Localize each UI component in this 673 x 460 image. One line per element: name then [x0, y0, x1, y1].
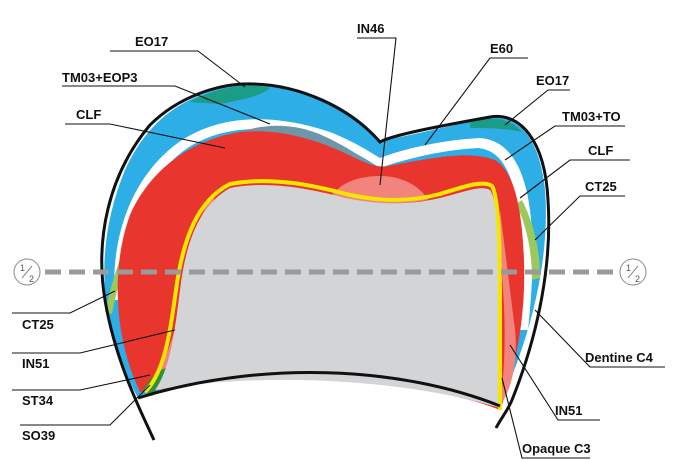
- ct25-right-sliver: [516, 200, 540, 280]
- leader-tm03-eop3: [62, 85, 271, 125]
- label-opaque-c3: Opaque C3: [522, 441, 591, 456]
- midline-marker-left: 1 2: [13, 258, 41, 286]
- label-e60: E60: [490, 41, 513, 56]
- leader-eo17-left: [110, 50, 246, 88]
- label-eo17-right: EO17: [536, 73, 569, 88]
- eo17-right-cap: [470, 118, 522, 132]
- opaque-c3-outline: [143, 179, 503, 410]
- label-ct25-left: CT25: [22, 317, 54, 332]
- leader-eo17-right: [504, 89, 570, 126]
- leader-so39: [20, 384, 151, 426]
- leader-ct25-right: [534, 195, 625, 241]
- midline-right-numerator: 1: [626, 263, 631, 273]
- label-in51-left: IN51: [22, 356, 49, 371]
- leader-st34: [12, 374, 151, 391]
- midline-left-denominator: 2: [29, 274, 34, 284]
- label-ct25-right: CT25: [585, 179, 617, 194]
- label-tm03-to: TM03+TO: [562, 109, 621, 124]
- leader-e60: [424, 57, 528, 146]
- cervical-floor: [137, 371, 501, 408]
- leader-clf-left: [65, 123, 226, 149]
- clf-white-layer: [114, 119, 533, 330]
- leader-ct25-left: [12, 290, 116, 314]
- tooth-outline: [100, 82, 551, 441]
- leader-clf-right: [519, 159, 630, 199]
- leader-in51-right: [509, 344, 600, 421]
- label-tm03-eop3: TM03+EOP3: [62, 70, 138, 85]
- label-in51-right: IN51: [555, 403, 582, 418]
- leader-in46: [357, 37, 397, 186]
- midline-right-denominator: 2: [635, 274, 640, 284]
- opaque-core: [155, 185, 500, 408]
- label-st34: ST34: [22, 393, 54, 408]
- in51-right-pink: [500, 210, 516, 405]
- label-eo17-left: EO17: [135, 34, 168, 49]
- label-in46: IN46: [357, 21, 384, 36]
- midline-left-numerator: 1: [20, 263, 25, 273]
- label-clf-left: CLF: [76, 107, 101, 122]
- leader-tm03-to: [504, 125, 625, 161]
- label-clf-right: CLF: [588, 143, 613, 158]
- midline-marker-right: 1 2: [619, 258, 647, 286]
- leader-in51-left: [12, 329, 176, 354]
- leader-opaque-c3: [501, 377, 590, 459]
- label-dentine-c4: Dentine C4: [585, 350, 654, 365]
- leader-dentine-c4: [534, 309, 665, 368]
- label-so39: SO39: [22, 428, 55, 443]
